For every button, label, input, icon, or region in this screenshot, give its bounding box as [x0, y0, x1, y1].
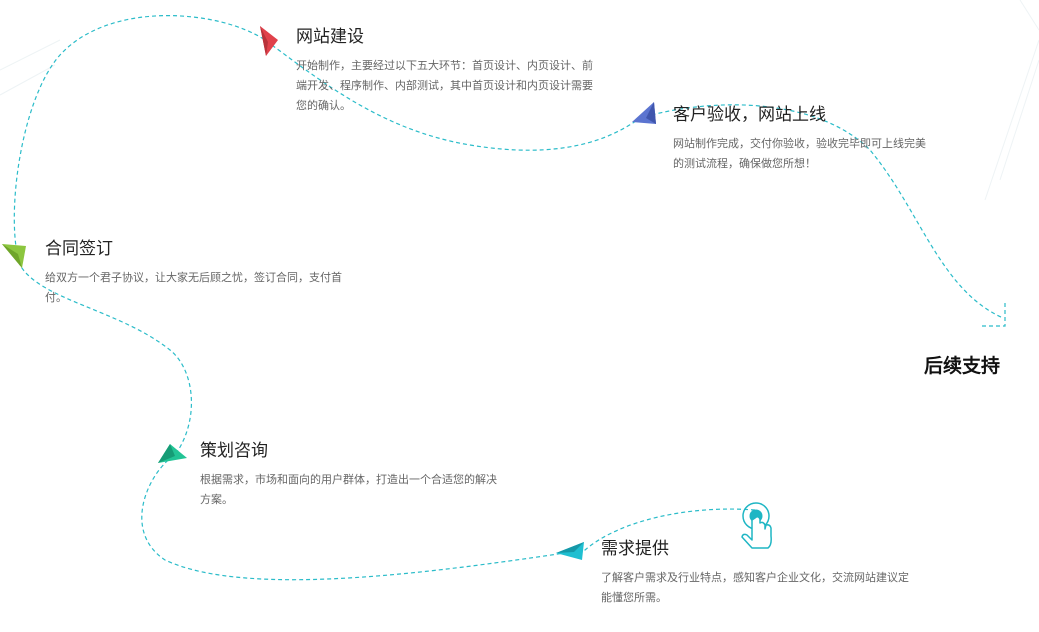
- step-title: 合同签订: [45, 239, 113, 259]
- step-title: 需求提供: [601, 539, 669, 559]
- step-title: 客户验收，网站上线: [673, 105, 826, 125]
- paper-plane-arrow-icon: [556, 542, 584, 560]
- paper-plane-arrow-icon: [260, 26, 278, 56]
- step-description: 了解客户需求及行业特点，感知客户企业文化，交流网站建议定能懂您所需。: [601, 571, 909, 604]
- step-title: 网站建设: [296, 27, 364, 47]
- decorative-lines: [0, 0, 1039, 201]
- process-dashed-path: [13, 15, 1004, 581]
- step-description: 根据需求，市场和面向的用户群体，打造出一个合适您的解决方案。: [200, 473, 497, 506]
- step-planning-consulting: 策划咨询 根据需求，市场和面向的用户群体，打造出一个合适您的解决方案。: [200, 440, 505, 510]
- touch-hand-icon: [741, 502, 772, 549]
- paper-plane-arrow-icon: [158, 444, 187, 463]
- step-customer-acceptance: 客户验收，网站上线 网站制作完成，交付你验收，验收完毕即可上线完美的测试流程，确…: [673, 104, 931, 174]
- step-title: 策划咨询: [200, 441, 268, 461]
- step-website-build: 网站建设 开始制作，主要经过以下五大环节：首页设计、内页设计、前端开发、程序制作…: [296, 26, 601, 116]
- step-after-support-title: 后续支持: [924, 355, 1001, 377]
- paper-plane-arrow-icon: [632, 102, 656, 124]
- end-bracket: [982, 303, 1006, 327]
- paper-plane-arrow-icon: [2, 244, 26, 268]
- step-description: 开始制作，主要经过以下五大环节：首页设计、内页设计、前端开发、程序制作、内部测试…: [296, 59, 593, 112]
- step-requirements: 需求提供 了解客户需求及行业特点，感知客户企业文化，交流网站建议定能懂您所需。: [601, 538, 911, 608]
- step-contract-signing: 合同签订 给双方一个君子协议，让大家无后顾之忧，签订合同，支付首付。: [45, 238, 350, 308]
- step-description: 网站制作完成，交付你验收，验收完毕即可上线完美的测试流程，确保做您所想！: [673, 137, 926, 170]
- step-description: 给双方一个君子协议，让大家无后顾之忧，签订合同，支付首付。: [45, 271, 342, 304]
